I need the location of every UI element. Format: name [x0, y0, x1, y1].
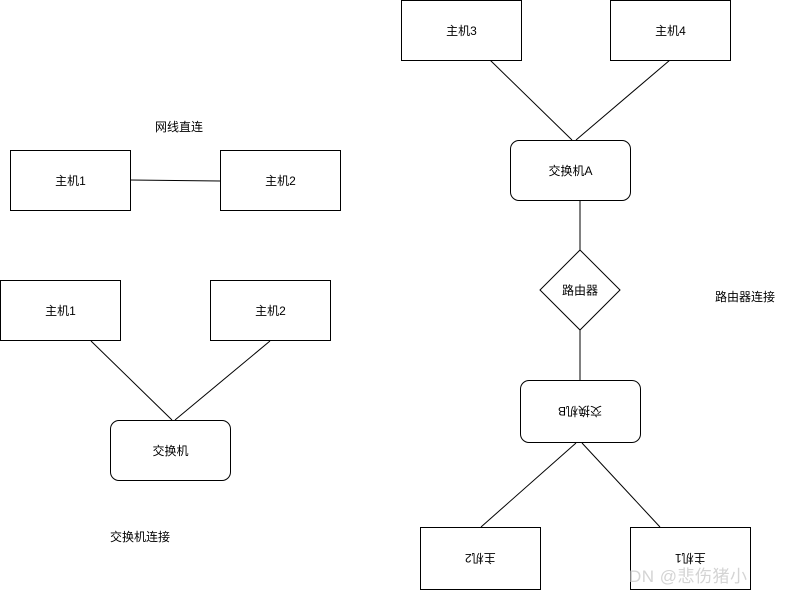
switch-b-label: 交换机B [558, 404, 603, 418]
direct-host2-label: 主机2 [265, 174, 296, 188]
switch-host1-box[interactable]: 主机1 [0, 280, 121, 341]
switch-link-host1 [90, 340, 173, 421]
switch-label: 交换机 [152, 444, 189, 458]
switch-a-box[interactable]: 交换机A [510, 140, 631, 201]
router-host2-box[interactable]: 主机2 [420, 527, 541, 590]
router-section-title: 路由器连接 [715, 290, 776, 304]
switch-b-box[interactable]: 交换机B [520, 380, 641, 443]
switch-b-link-host1 [581, 442, 661, 528]
switch-box[interactable]: 交换机 [110, 420, 231, 481]
switch-b-link-host2 [480, 442, 577, 528]
router-host4-box[interactable]: 主机4 [610, 0, 731, 61]
switch-link-host2 [174, 340, 271, 421]
switch-a-link-host4 [575, 59, 671, 141]
switch-host2-box[interactable]: 主机2 [210, 280, 331, 341]
switch-a-link-host3 [489, 59, 573, 141]
direct-host1-box[interactable]: 主机1 [10, 150, 131, 211]
router-host3-label: 主机3 [446, 24, 477, 38]
switch-a-label: 交换机A [548, 164, 593, 178]
switch-host2-label: 主机2 [255, 304, 286, 318]
router-label: 路由器 [561, 283, 599, 298]
direct-title: 网线直连 [155, 120, 204, 134]
switch-host1-label: 主机1 [45, 304, 76, 318]
watermark-text: DN @悲伤猪小 [629, 567, 748, 586]
direct-host2-box[interactable]: 主机2 [220, 150, 341, 211]
direct-host1-label: 主机1 [55, 174, 86, 188]
switch-section-title: 交换机连接 [110, 530, 171, 544]
direct-cable [129, 179, 221, 182]
router-host2-label: 主机2 [465, 551, 496, 565]
router-host1-box[interactable]: 主机1 [630, 527, 751, 590]
router-host3-box[interactable]: 主机3 [401, 0, 522, 61]
router-diamond [539, 249, 621, 331]
router-host4-label: 主机4 [655, 24, 686, 38]
